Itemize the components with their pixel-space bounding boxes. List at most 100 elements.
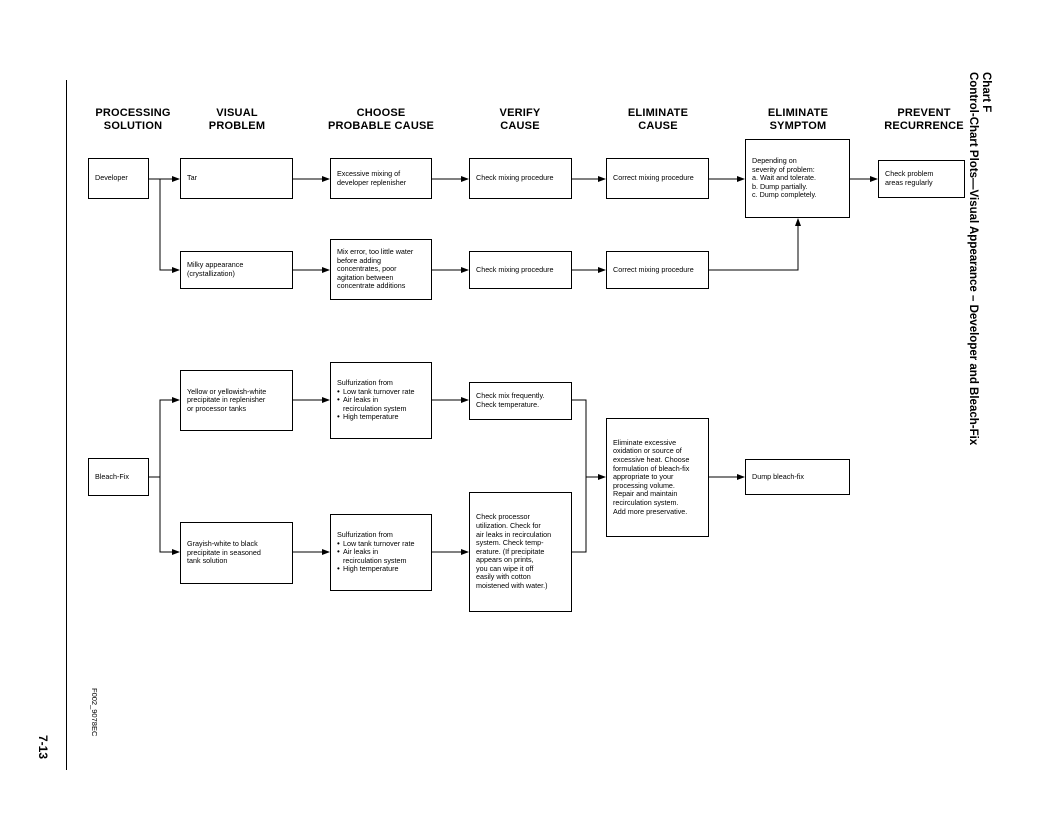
- header-line: CAUSE: [638, 120, 678, 132]
- header-line: PREVENT: [897, 107, 951, 119]
- node-correct-mixing-procedure-1: Correct mixing procedure: [606, 158, 709, 199]
- node-depending-on-severity: Depending on severity of problem: a. Wai…: [745, 139, 850, 218]
- node-text: formulation of bleach-fix: [613, 463, 690, 473]
- node-text: Check problem: [885, 169, 934, 179]
- node-tar: Tar: [180, 158, 293, 199]
- arrow-bleachfix-grayish: [159, 477, 180, 555]
- chart-main-title: Control-Chart Plots—Visual Appearance – …: [967, 72, 979, 446]
- node-developer: Developer: [88, 158, 149, 199]
- column-header-verify-cause: VERIFY CAUSE: [465, 107, 575, 133]
- node-check-problem-areas: Check problem areas regularly: [878, 160, 965, 198]
- node-correct-mixing-procedure-2: Correct mixing procedure: [606, 251, 709, 289]
- node-text: utilization. Check for: [476, 520, 541, 530]
- margin-rule: [66, 80, 67, 770]
- node-yellow-precipitate: Yellow or yellowish-white precipitate in…: [180, 370, 293, 431]
- node-text: Sulfurization from: [337, 378, 393, 388]
- bullet-item: Air leaks in recirculation system: [337, 395, 425, 413]
- node-text: Milky appearance: [187, 260, 244, 270]
- column-header-visual-problem: VISUAL PROBLEM: [182, 107, 292, 133]
- header-line: RECURRENCE: [884, 120, 964, 132]
- node-text: or processor tanks: [187, 403, 247, 413]
- node-text: recirculation system.: [613, 497, 679, 507]
- page-number: 7-13: [36, 735, 50, 760]
- node-text: Yellow or yellowish-white: [187, 386, 267, 396]
- node-text: appears on prints,: [476, 555, 534, 565]
- header-line: ELIMINATE: [767, 107, 829, 119]
- node-text: Correct mixing procedure: [613, 264, 694, 274]
- node-text: before adding: [337, 255, 381, 265]
- node-text: areas regularly: [885, 178, 933, 187]
- header-line: PROBLEM: [208, 120, 266, 132]
- node-dump-bleach-fix: Dump bleach-fix: [745, 459, 850, 495]
- arrow-developer-milky: [159, 179, 180, 273]
- cause-bullet-list: Low tank turnover rate Air leaks in reci…: [337, 387, 425, 422]
- node-text: system. Check temp-: [476, 538, 544, 548]
- node-text: Add more preservative.: [613, 506, 688, 516]
- chart-title: Chart F Control-Chart Plots—Visual Appea…: [966, 72, 992, 445]
- node-text: Eliminate excessive: [613, 437, 677, 447]
- node-eliminate-oxidation: Eliminate excessive oxidation or source …: [606, 418, 709, 537]
- column-header-eliminate-cause: ELIMINATE CAUSE: [603, 107, 713, 133]
- node-text: Check temperature.: [476, 400, 540, 409]
- header-line: CHOOSE: [356, 107, 406, 119]
- node-text: Developer: [95, 173, 128, 183]
- node-mix-error: Mix error, too little water before addin…: [330, 239, 432, 300]
- node-check-mix-frequently: Check mix frequently. Check temperature.: [469, 382, 572, 420]
- node-text: you can wipe it off: [476, 563, 534, 573]
- node-text: a. Wait and tolerate.: [752, 173, 817, 183]
- bullet-item: Low tank turnover rate: [337, 387, 425, 397]
- node-text: precipitate in seasoned: [187, 547, 261, 557]
- node-text: Check mixing procedure: [476, 173, 554, 183]
- node-text: concentrate additions: [337, 281, 406, 291]
- node-text: Bleach-Fix: [95, 471, 129, 481]
- node-text: moistened with water.): [476, 581, 548, 591]
- cause-bullet-list: Low tank turnover rate Air leaks in reci…: [337, 539, 425, 574]
- node-excessive-mixing: Excessive mixing of developer replenishe…: [330, 158, 432, 199]
- node-bleach-fix: Bleach-Fix: [88, 458, 149, 496]
- node-sulfurization-1: Sulfurization from Low tank turnover rat…: [330, 362, 432, 439]
- arrow-eliminate2-symptom: [709, 218, 801, 271]
- node-text: concentrates, poor: [337, 264, 397, 274]
- node-text: Tar: [187, 173, 197, 183]
- node-grayish-precipitate: Grayish-white to black precipitate in se…: [180, 522, 293, 584]
- column-header-choose-probable-cause: CHOOSE PROBABLE CAUSE: [326, 107, 436, 133]
- chart-label: Chart F: [980, 72, 992, 113]
- node-text: easily with cotton: [476, 572, 531, 582]
- node-text: severity of problem:: [752, 164, 815, 174]
- node-text: oxidation or source of: [613, 446, 682, 456]
- node-text: c. Dump completely.: [752, 190, 817, 200]
- node-text: Grayish-white to black: [187, 539, 258, 549]
- bullet-item: High temperature: [337, 565, 425, 574]
- node-text: tank solution: [187, 556, 228, 566]
- node-text: Check mix frequently.: [476, 391, 545, 401]
- node-text: Dump bleach-fix: [752, 471, 804, 481]
- header-line: VERIFY: [499, 107, 541, 119]
- figure-code: F002_9078EC: [90, 688, 99, 737]
- node-text: precipitate in replenisher: [187, 395, 266, 405]
- node-text: appropriate to your: [613, 472, 674, 482]
- node-text: Check processor: [476, 512, 530, 522]
- node-check-mixing-procedure-1: Check mixing procedure: [469, 158, 572, 199]
- node-check-processor-utilization: Check processor utilization. Check for a…: [469, 492, 572, 612]
- node-text: Mix error, too little water: [337, 247, 414, 257]
- node-text: air leaks in recirculation: [476, 529, 552, 539]
- node-milky-appearance: Milky appearance (crystallization): [180, 251, 293, 289]
- node-text: b. Dump partially.: [752, 181, 808, 191]
- node-text: developer replenisher: [337, 177, 407, 187]
- node-text: Depending on: [752, 156, 797, 166]
- bullet-item: Air leaks in recirculation system: [337, 547, 425, 565]
- node-check-mixing-procedure-2: Check mixing procedure: [469, 251, 572, 289]
- node-text: agitation between: [337, 272, 394, 282]
- node-text: Excessive mixing of: [337, 168, 401, 178]
- node-text: Repair and maintain: [613, 489, 678, 499]
- node-text: Check mixing procedure: [476, 264, 554, 274]
- node-text: Correct mixing procedure: [613, 173, 694, 183]
- node-text: erature. (If precipitate: [476, 546, 545, 556]
- node-text: (crystallization): [187, 269, 235, 278]
- header-line: PROCESSING: [95, 107, 171, 119]
- node-text: excessive heat. Choose: [613, 455, 690, 465]
- column-header-eliminate-symptom: ELIMINATE SYMPTOM: [743, 107, 853, 133]
- bullet-item: High temperature: [337, 413, 425, 422]
- header-line: SOLUTION: [103, 120, 163, 132]
